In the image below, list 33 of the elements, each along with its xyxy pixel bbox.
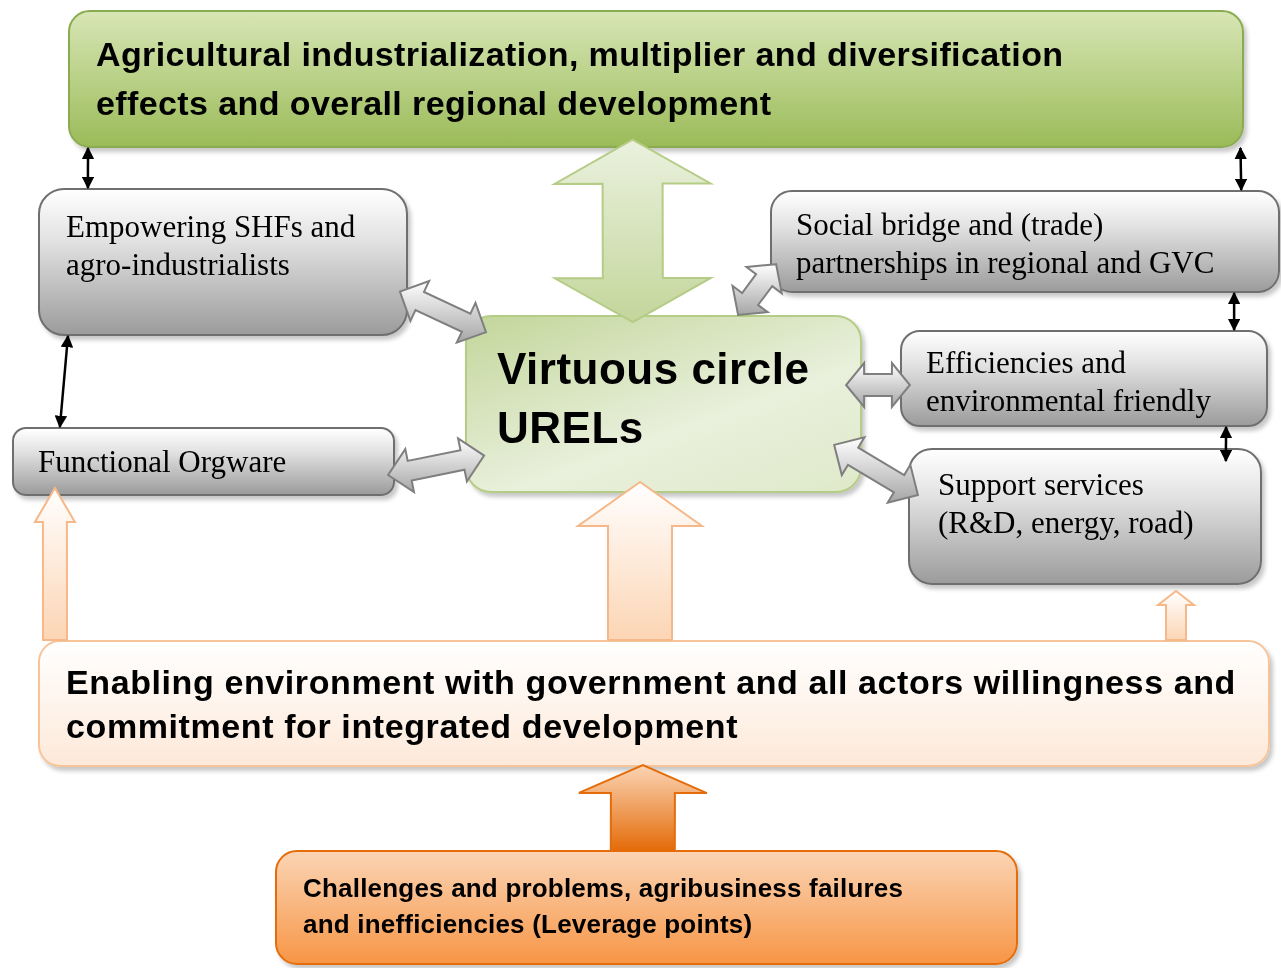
- node-label: Empowering SHFs and agro-industrialists: [66, 208, 357, 284]
- block-arrow: [844, 360, 912, 410]
- arrow: [1219, 425, 1233, 463]
- block-arrow: [550, 138, 715, 324]
- foundation-box: [38, 640, 1270, 767]
- factor-box: [908, 448, 1262, 585]
- factor-box: [770, 190, 1280, 293]
- center-box: [465, 315, 862, 493]
- factor-box: [12, 427, 395, 496]
- node-label: Agricultural industrialization, multiplier and diversification effects and overall regional development: [96, 34, 1065, 125]
- block-arrow: [731, 263, 784, 317]
- node-label: Challenges and problems, agribusiness failures and inefficiencies (Leverage points): [303, 872, 905, 942]
- factor-box: [900, 330, 1268, 427]
- block-arrow: [833, 435, 920, 505]
- block-arrow: [386, 436, 486, 495]
- node-label: Support services (R&D, energy, road): [938, 466, 1195, 542]
- block-arrow: [33, 486, 77, 641]
- arrow: [1227, 291, 1241, 332]
- node-label: Social bridge and (trade) partnerships in regional and GVC: [796, 206, 1216, 282]
- block-arrow: [1155, 589, 1197, 641]
- arrow: [81, 146, 95, 190]
- factor-box: [38, 188, 408, 336]
- node-label: Virtuous circle URELs: [497, 343, 811, 455]
- node-label: Efficiencies and environmental friendly: [926, 344, 1212, 420]
- block-arrow: [574, 480, 706, 641]
- arrow: [54, 334, 74, 429]
- challenge-box: [275, 850, 1018, 965]
- outcome-box: [68, 10, 1244, 148]
- block-arrow: [398, 279, 488, 345]
- arrow: [1234, 146, 1248, 192]
- block-arrow: [577, 763, 708, 851]
- node-label: Enabling environment with government and all actors willingness and commitment for integrated development: [66, 662, 1237, 748]
- node-label: Functional Orgware: [38, 443, 288, 481]
